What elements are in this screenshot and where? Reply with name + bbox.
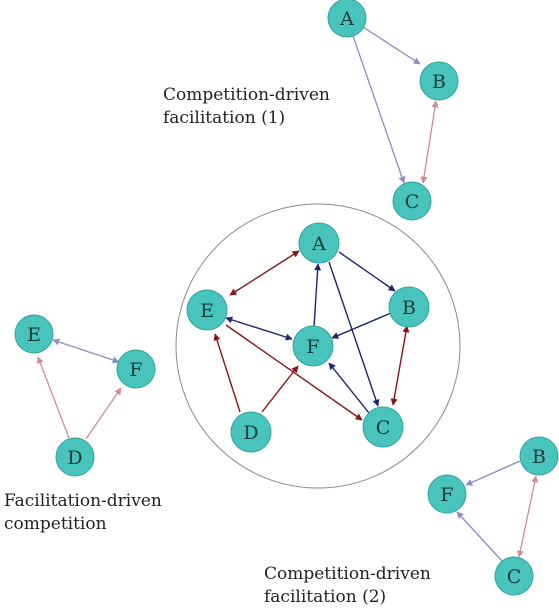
node-label: B [432, 71, 446, 93]
edge-a-e [229, 250, 300, 296]
center-node-c: C [362, 406, 404, 448]
caption-facilitation-driven-competition: Facilitation-driven competition [4, 490, 162, 536]
node-label: C [507, 566, 522, 588]
edge-a-c [328, 261, 380, 407]
center-node-e: E [186, 289, 228, 331]
node-label: F [440, 484, 453, 506]
edge-d-e [213, 333, 241, 413]
motif-bottom-right-node-c: C [494, 556, 534, 596]
edge-l-d-f [85, 387, 122, 440]
edge-br-b-f [465, 460, 521, 486]
edge-tr-a-c [352, 35, 406, 184]
node-label: B [402, 297, 416, 319]
edge-d-f [261, 365, 299, 413]
caption-line: Competition-driven [264, 564, 431, 584]
center-node-b: B [388, 286, 430, 328]
edge-a-b [338, 251, 396, 292]
node-label: F [306, 336, 319, 358]
node-label: E [27, 324, 41, 346]
motif-left-node-e: E [14, 314, 54, 354]
motif-left-node-f: F [116, 349, 156, 389]
edge-br-c-f [456, 511, 503, 562]
edge-tr-b-c [420, 100, 439, 184]
motif-bottom-right-node-f: F [427, 474, 467, 514]
node-label: F [129, 359, 142, 381]
node-label: E [200, 300, 214, 322]
caption-line: competition [4, 514, 107, 534]
edge-b-c [390, 325, 410, 406]
node-label: D [243, 422, 258, 444]
caption-line: facilitation (1) [163, 108, 286, 128]
edge-e-f [225, 316, 293, 341]
edge-b-f [331, 312, 392, 339]
node-label: A [311, 233, 326, 255]
node-label: C [376, 417, 391, 439]
motif-left-node-d: D [55, 437, 95, 477]
motif-bottom-right-edges [456, 460, 539, 562]
edge-br-b-c [516, 475, 539, 558]
motif-top-right-node-c: C [392, 181, 432, 221]
center-node-a: A [298, 222, 340, 264]
edge-c-f [328, 362, 370, 414]
center-node-d: D [230, 411, 272, 453]
edge-f-a [313, 263, 322, 328]
community-circle [175, 203, 461, 489]
caption-competition-driven-facilitation-1: Competition-driven facilitation (1) [163, 84, 330, 130]
caption-line: Facilitation-driven [4, 491, 162, 511]
center-edges [213, 250, 410, 421]
motif-top-right-node-b: B [419, 61, 459, 101]
edge-l-e-f [52, 338, 120, 364]
node-label: D [67, 447, 82, 469]
caption-line: facilitation (2) [264, 587, 387, 607]
edge-l-d-e [36, 356, 70, 439]
caption-line: Competition-driven [163, 85, 330, 105]
center-node-f: F [292, 325, 334, 367]
motif-top-right-node-a: A [327, 0, 367, 38]
edge-tr-a-b [362, 26, 421, 65]
caption-competition-driven-facilitation-2: Competition-driven facilitation (2) [264, 563, 431, 609]
node-label: C [405, 191, 420, 213]
node-label: A [339, 8, 354, 30]
node-label: B [532, 446, 546, 468]
motif-left-edges [36, 338, 122, 440]
motif-bottom-right-node-b: B [519, 436, 559, 476]
motif-top-right-edges [352, 26, 439, 184]
